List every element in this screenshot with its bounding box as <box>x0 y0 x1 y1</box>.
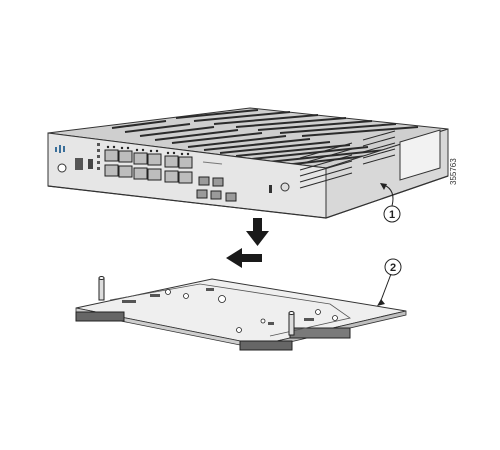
left-arrow-icon <box>226 248 262 268</box>
switch-chassis <box>47 107 449 219</box>
callout-1-label: 1 <box>389 209 395 221</box>
mounting-pin-right <box>288 311 295 336</box>
figure-number: 355763 <box>449 158 458 185</box>
callout-2-label: 2 <box>390 262 396 274</box>
side-vent-grille <box>299 130 396 189</box>
callout-1: 1 <box>380 183 401 223</box>
power-led <box>57 163 67 173</box>
ethernet-ports <box>104 149 193 184</box>
security-slot <box>269 185 272 193</box>
plate-holes <box>165 289 338 333</box>
chassis-bottom-edge <box>47 175 449 219</box>
plate-surface <box>75 278 407 346</box>
cisco-logo-icon <box>55 145 65 153</box>
plate-foot-left <box>75 311 125 322</box>
down-arrow-icon <box>246 218 269 246</box>
status-leds <box>97 143 100 170</box>
console-port <box>75 158 83 170</box>
uplink-ports <box>196 176 237 202</box>
port-leds <box>106 145 190 156</box>
plate-foot-right <box>239 340 293 351</box>
side-panel-recess <box>399 129 441 181</box>
usb-port <box>88 159 93 169</box>
callout-2: 2 <box>377 258 402 306</box>
ground-screw <box>280 182 290 192</box>
mounting-plate <box>75 276 407 351</box>
plate-inner-outline <box>109 283 351 337</box>
plate-slots <box>122 288 314 325</box>
model-label <box>202 161 223 165</box>
mounting-pin-left <box>98 276 105 301</box>
